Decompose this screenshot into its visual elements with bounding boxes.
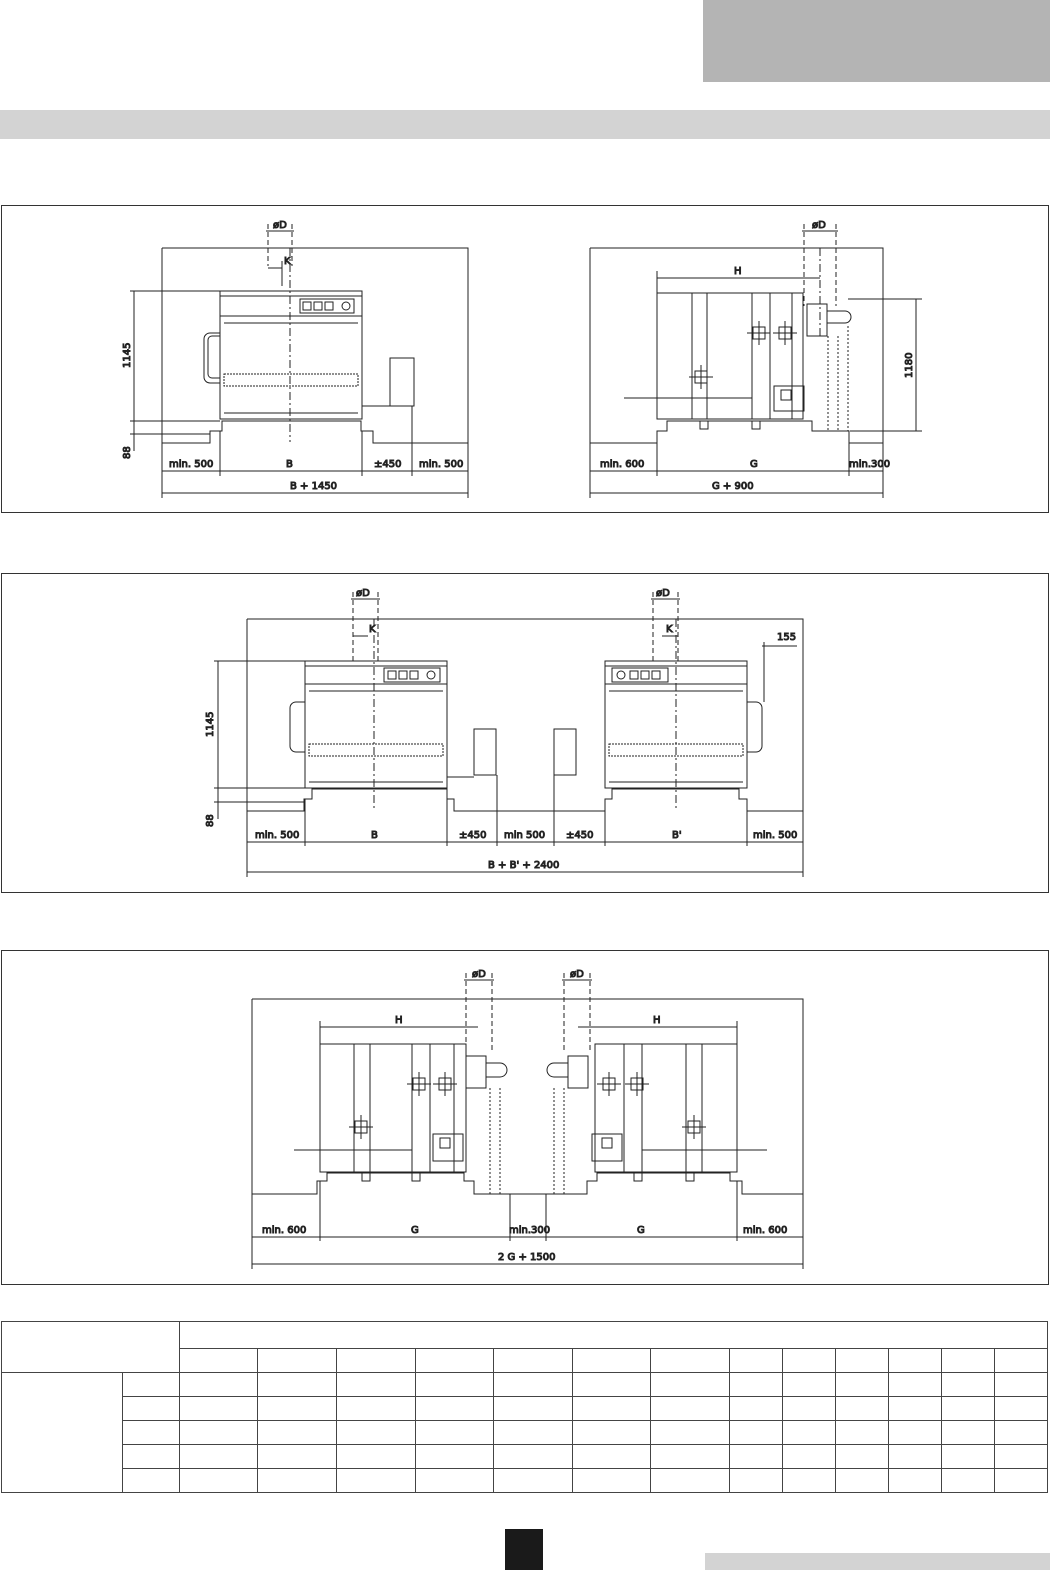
- front-view-boiler: [203, 290, 415, 420]
- twin-front-dim-6: min. 500: [753, 830, 797, 841]
- twin-front-phi-d-left: øD: [356, 588, 370, 599]
- twin-front-k-right: K: [666, 624, 673, 635]
- twin-front-boiler-right: [553, 660, 763, 789]
- front-view-flue-axis: [266, 224, 294, 442]
- front-dim-pm450: ±450: [374, 459, 401, 470]
- twin-side-dim-3: G: [637, 1225, 645, 1236]
- twin-front-vertical-dimensions: [214, 660, 305, 819]
- side-dim-total: G + 900: [712, 481, 754, 492]
- twin-side-boiler-left: [294, 1043, 508, 1194]
- table-row: [2, 1396, 1049, 1421]
- twin-side-room: [251, 998, 804, 1195]
- twin-side-dim-0: min. 600: [262, 1225, 306, 1236]
- twin-front-dim-5: B': [672, 830, 682, 841]
- side-h-label: H: [734, 266, 742, 277]
- table-header-cell: [178, 1321, 1049, 1349]
- twin-side-phi-d-left: øD: [472, 969, 486, 980]
- side-view-flue-axis: [656, 224, 838, 336]
- twin-front-boiler-left: [289, 660, 497, 789]
- twin-side-horizontal-dimensions: [251, 1181, 804, 1269]
- twin-front-dim-3: min 500: [504, 830, 545, 841]
- table-group-cell: [1, 1372, 123, 1493]
- front-dim-min500-right: min. 500: [419, 459, 463, 470]
- twin-side-h-right: H: [653, 1015, 661, 1026]
- twin-side-flue-axes: [319, 973, 738, 1051]
- figure-single-boiler-panel: øD K 1145 88 min. 500 B ±450 min. 500 B …: [1, 205, 1049, 513]
- figure-twin-boiler-front-diagram: øD øD K K 155 1145 88 min. 500 B ±450 mi…: [205, 588, 804, 877]
- front-vertical-dimensions: [130, 290, 220, 451]
- twin-front-flue-axes: [351, 592, 797, 810]
- page-number-marker: [505, 1529, 543, 1570]
- twin-side-phi-d-right: øD: [570, 969, 584, 980]
- twin-front-phi-d-right: øD: [656, 588, 670, 599]
- twin-front-height-1145: 1145: [205, 712, 216, 737]
- side-height-1180: 1180: [904, 353, 915, 378]
- side-dim-min600: min. 600: [600, 459, 644, 470]
- twin-front-dim-2: ±450: [459, 830, 486, 841]
- dimension-table: [1, 1321, 1049, 1493]
- side-dim-g: G: [750, 459, 758, 470]
- side-phi-d-label: øD: [812, 220, 826, 231]
- side-horizontal-dimensions: [589, 431, 884, 498]
- front-horizontal-dimensions: [161, 406, 469, 498]
- twin-side-boiler-right: [546, 1043, 767, 1194]
- table-corner-cell: [1, 1321, 180, 1373]
- side-view-room: [589, 247, 884, 444]
- table-row: [2, 1420, 1049, 1445]
- twin-front-horizontal-dimensions: [246, 775, 804, 877]
- table-row: [2, 1468, 1049, 1493]
- side-dim-min300: min.300: [849, 459, 890, 470]
- twin-front-dim-total: B + B' + 2400: [488, 860, 559, 871]
- figure-twin-boiler-side-diagram: øD øD H H min. 600 G min.300 G min. 600 …: [251, 969, 804, 1269]
- twin-front-dim-1: B: [371, 830, 378, 841]
- front-phi-d-label: øD: [273, 220, 287, 231]
- twin-side-dim-1: G: [411, 1225, 419, 1236]
- side-view-boiler: [624, 292, 852, 431]
- front-k-label: K: [284, 256, 291, 267]
- twin-side-h-left: H: [395, 1015, 403, 1026]
- front-dim-min500-left: min. 500: [169, 459, 213, 470]
- front-dim-b: B: [286, 459, 293, 470]
- front-height-88: 88: [122, 446, 133, 459]
- twin-front-k-left: K: [369, 624, 376, 635]
- twin-front-height-88: 88: [205, 814, 216, 827]
- twin-front-dim-155: 155: [777, 632, 796, 643]
- twin-front-dim-4: ±450: [566, 830, 593, 841]
- side-vertical-dimension: [848, 298, 922, 432]
- table-header-row: [1, 1321, 1049, 1373]
- front-dim-total: B + 1450: [290, 481, 337, 492]
- twin-side-dim-total: 2 G + 1500: [498, 1252, 555, 1263]
- figure-single-boiler-diagram: øD K 1145 88 min. 500 B ±450 min. 500 B …: [122, 220, 922, 498]
- footer-gray-band: [705, 1553, 1050, 1570]
- table-subheader-row: [2, 1348, 1049, 1373]
- section-title-band: [0, 110, 1050, 139]
- figure-twin-boiler-side-panel: øD øD H H min. 600 G min.300 G min. 600 …: [1, 950, 1049, 1285]
- twin-front-dim-0: min. 500: [255, 830, 299, 841]
- twin-side-dim-2: min.300: [509, 1225, 550, 1236]
- header-gray-box: [703, 0, 1050, 82]
- table-row: [1, 1372, 1049, 1493]
- table-row: [2, 1444, 1049, 1469]
- front-height-1145: 1145: [122, 343, 133, 368]
- twin-side-dim-4: min. 600: [743, 1225, 787, 1236]
- figure-twin-boiler-front-panel: øD øD K K 155 1145 88 min. 500 B ±450 mi…: [1, 573, 1049, 893]
